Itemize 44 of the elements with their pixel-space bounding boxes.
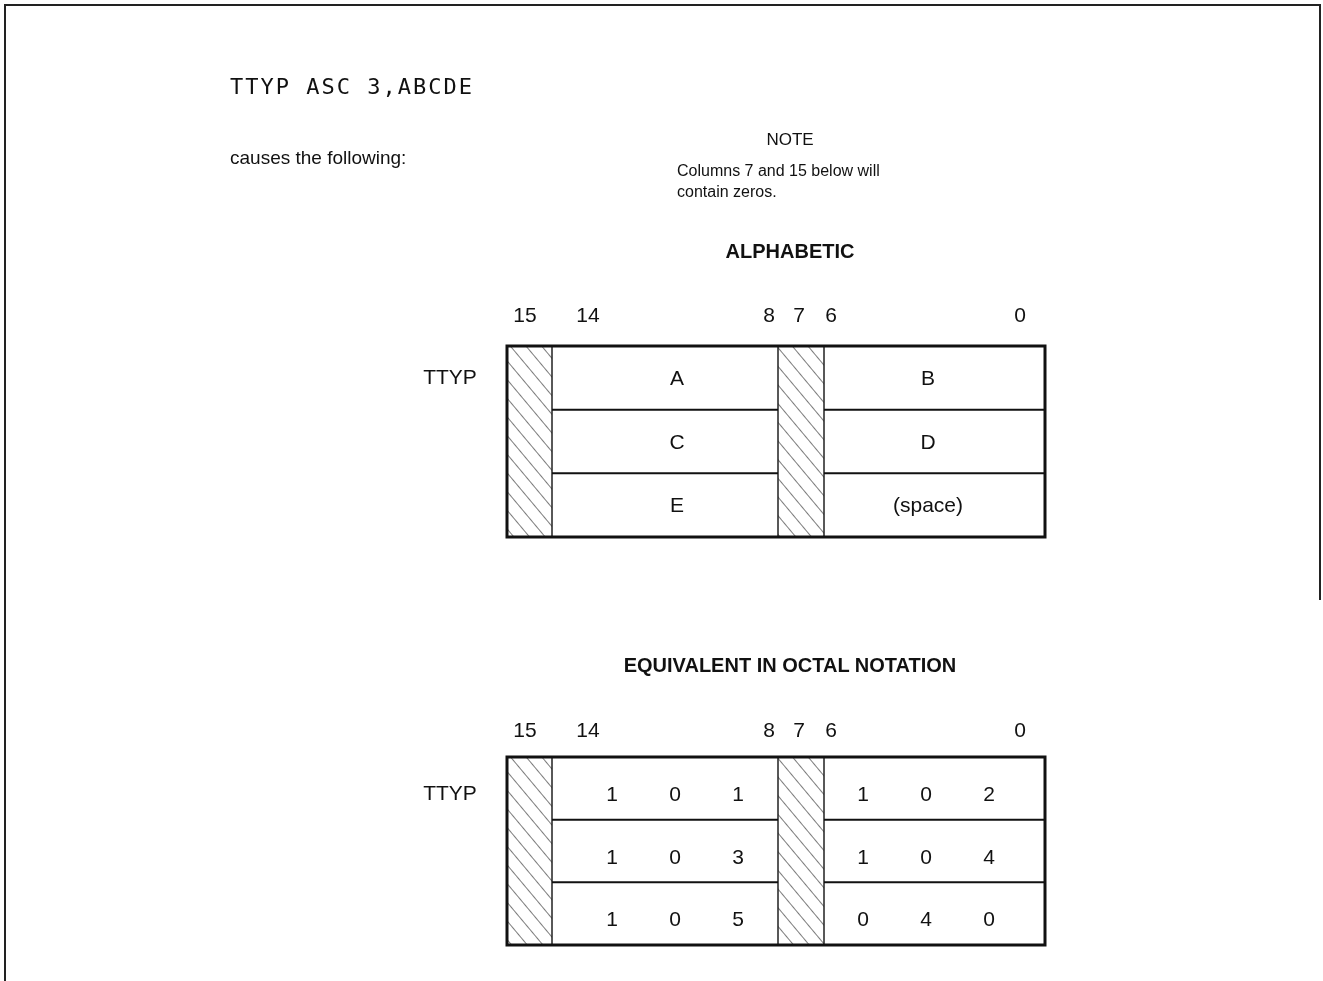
octal-digit: 1 <box>606 782 618 806</box>
character: (space) <box>893 493 963 518</box>
body-text: causes the following: <box>230 147 407 169</box>
character: D <box>920 429 936 454</box>
bit-number: 7 <box>793 718 805 742</box>
bit-number: 0 <box>1014 718 1026 742</box>
bit-number: 14 <box>576 303 600 327</box>
octal-digit: 1 <box>606 844 618 869</box>
register-label: TTYP <box>423 781 477 805</box>
octal-digit: 5 <box>732 907 744 932</box>
octal-digit: 0 <box>857 907 869 932</box>
bit-number: 14 <box>576 718 600 742</box>
octal-digit: 0 <box>920 782 932 806</box>
octal-digit: 4 <box>983 844 995 869</box>
octal-digit: 3 <box>732 844 744 869</box>
character: B <box>921 366 935 390</box>
octal-digit: 0 <box>983 907 995 932</box>
bit-number: 0 <box>1014 303 1026 327</box>
bit-number: 6 <box>825 303 837 327</box>
octal-digit: 0 <box>920 844 932 869</box>
register-label: TTYP <box>423 365 477 389</box>
character: C <box>669 429 685 454</box>
note-text: Columns 7 and 15 below will contain zeros. <box>677 161 881 202</box>
bit-number: 7 <box>793 303 805 327</box>
character: E <box>670 493 684 518</box>
octal-digit: 0 <box>669 844 681 869</box>
bit-number: 8 <box>763 303 775 327</box>
octal-digit: 0 <box>669 907 681 932</box>
bit-number: 15 <box>513 718 537 742</box>
bit-number: 8 <box>763 718 775 742</box>
octal-digit: 1 <box>857 844 869 869</box>
octal-digit: 1 <box>606 907 618 932</box>
section-heading: ALPHABETIC <box>725 239 855 263</box>
bit-number: 6 <box>825 718 837 742</box>
octal-digit: 4 <box>920 907 932 932</box>
code-line: TTYP ASC 3,ABCDE <box>230 73 474 99</box>
octal-digit: 1 <box>732 782 744 806</box>
note-heading: NOTE <box>766 130 814 150</box>
octal-digit: 0 <box>669 782 681 806</box>
octal-digit: 2 <box>983 782 995 806</box>
octal-digit: 1 <box>857 782 869 806</box>
section-heading: EQUIVALENT IN OCTAL NOTATION <box>623 653 957 677</box>
bit-number: 15 <box>513 303 537 327</box>
character: A <box>670 366 684 390</box>
